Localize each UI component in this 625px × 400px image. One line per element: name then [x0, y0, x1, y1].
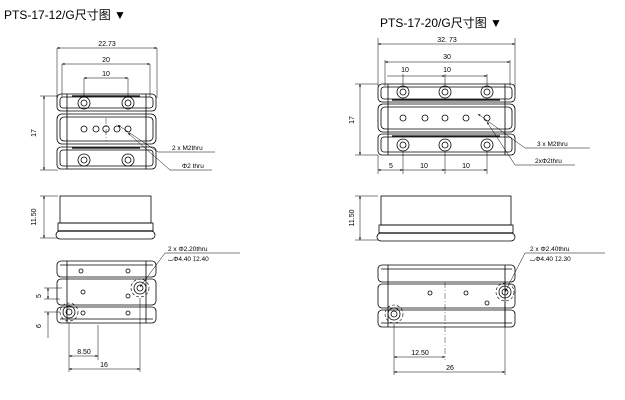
right-note-hole-b: ⌴Φ4.40 ↧2.30 — [530, 256, 571, 263]
right-top-view: 32. 73 30 10 10 17 — [349, 37, 590, 174]
left-side-view: 11.50 — [31, 195, 156, 240]
left-dim-side-height: 11.50 — [31, 208, 38, 225]
left-drawing-title: PTS-17-12/G尺寸图 ▼ — [4, 8, 126, 22]
right-dim-26: 26 — [446, 365, 454, 372]
right-dim-10d: 10 — [462, 163, 470, 170]
right-dim-30: 30 — [443, 54, 451, 61]
right-dim-10a: 10 — [401, 67, 409, 74]
left-dim-10: 10 — [102, 71, 110, 78]
left-note-hole-b: ⌴Φ4.40 ↧2.40 — [168, 256, 209, 263]
left-note-m2: 2 x M2thru — [172, 145, 203, 152]
left-dim-5: 5 — [36, 294, 43, 298]
right-dim-5: 5 — [389, 163, 393, 170]
left-note-phi2: Φ2 thru — [182, 163, 204, 170]
left-dim-6: 6 — [36, 324, 43, 328]
right-drawing-title: PTS-17-20/G尺寸图 ▼ — [380, 16, 502, 30]
left-note-hole-a: 2 x Φ2.20thru — [168, 246, 208, 253]
right-note-m2: 3 x M2thru — [537, 141, 568, 148]
right-dim-1250: 12.50 — [411, 350, 429, 357]
right-side-view: 11.50 — [349, 195, 516, 242]
right-dim-10c: 10 — [420, 163, 428, 170]
right-dim-10b: 10 — [443, 67, 451, 74]
right-dim-side-height: 11.50 — [349, 209, 356, 226]
left-dim-20: 20 — [102, 57, 110, 64]
left-dim-height: 17 — [31, 129, 38, 137]
right-bottom-view: 2 x Φ2.40thru ⌴Φ4.40 ↧2.30 12.50 26 — [377, 246, 605, 375]
left-bottom-view: 2 x Φ2.20thru ⌴Φ4.40 ↧2.40 5 6 — [36, 246, 240, 372]
right-dim-width: 32. 73 — [437, 37, 457, 44]
left-dim-width: 22.73 — [98, 41, 116, 48]
right-note-phi2: 2xΦ2thru — [535, 158, 562, 165]
left-dim-16: 16 — [100, 362, 108, 369]
right-note-hole-a: 2 x Φ2.40thru — [530, 246, 570, 253]
left-top-view: 22.73 20 10 17 — [31, 41, 215, 171]
right-dim-height: 17 — [349, 116, 356, 124]
left-dim-850: 8.50 — [77, 349, 91, 356]
